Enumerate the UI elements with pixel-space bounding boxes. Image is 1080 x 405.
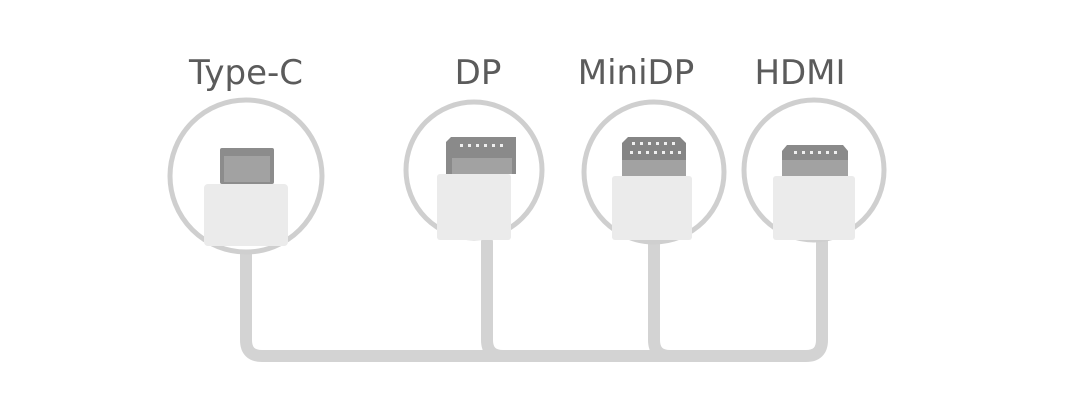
dp-head-face [452, 158, 512, 174]
hdmi-plug-body [773, 176, 855, 240]
connector-hdmi [741, 97, 887, 243]
cable-lines [240, 236, 828, 362]
label-dp: DP [455, 53, 502, 93]
hdmi-head-face [782, 160, 848, 176]
type-c-tip-face [224, 156, 270, 182]
dp-plug-body [437, 174, 511, 240]
label-type-c: Type-C [188, 53, 303, 93]
minidp-head [622, 137, 686, 160]
minidp-plug-body [612, 176, 692, 240]
connector-type-c [167, 97, 325, 255]
label-minidp: MiniDP [578, 53, 694, 93]
minidp-head-face [622, 160, 686, 176]
dp-pins [460, 144, 503, 147]
minidp-pins [630, 142, 681, 154]
connector-minidp [581, 99, 727, 245]
type-c-plug-body [204, 184, 288, 246]
connector-dp [403, 99, 545, 241]
hdmi-pins [794, 151, 837, 154]
label-hdmi: HDMI [754, 53, 845, 93]
